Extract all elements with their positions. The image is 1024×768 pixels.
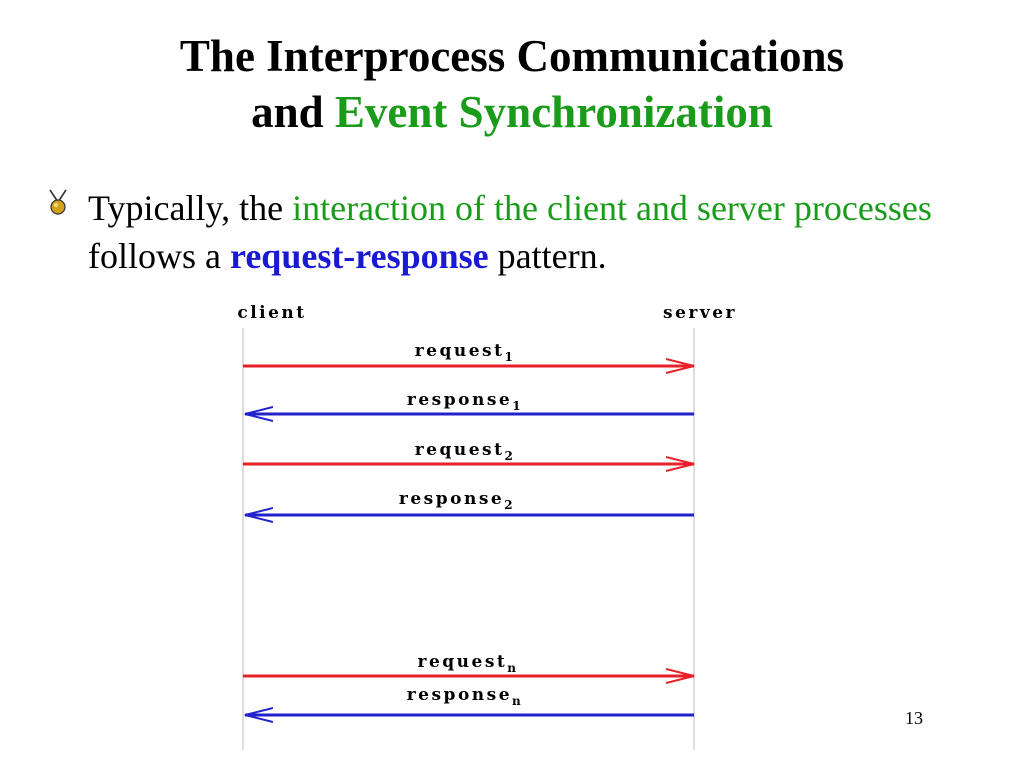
message-label: request2 [415, 440, 516, 463]
bullet-text-1: Typically, the [88, 188, 284, 228]
server-label: server [663, 303, 737, 323]
page-number: 13 [905, 708, 923, 728]
title-highlight: Event Synchronization [334, 87, 773, 137]
bullet-text-2: follows a [88, 236, 221, 276]
bullet-text-3: pattern. [497, 236, 607, 276]
title-line-2-prefix: and [251, 87, 324, 137]
bullet-text-green: interaction of the client and server pro… [292, 188, 932, 228]
message-label: response2 [399, 489, 515, 512]
message-label: responsen [407, 685, 524, 708]
title-line-2: and Event Synchronization [0, 84, 1024, 140]
message-label: request1 [415, 341, 516, 364]
bullet-text: Typically, the interaction of the client… [88, 184, 993, 280]
slide-title: The Interprocess Communications and Even… [0, 28, 1024, 140]
message-label: requestn [418, 652, 519, 675]
message-label: response1 [407, 390, 523, 413]
client-label: client [237, 303, 306, 323]
title-line-1: The Interprocess Communications [179, 31, 845, 81]
bullet-text-bold-blue: request-response [229, 236, 489, 276]
bullet-icon [49, 189, 67, 215]
